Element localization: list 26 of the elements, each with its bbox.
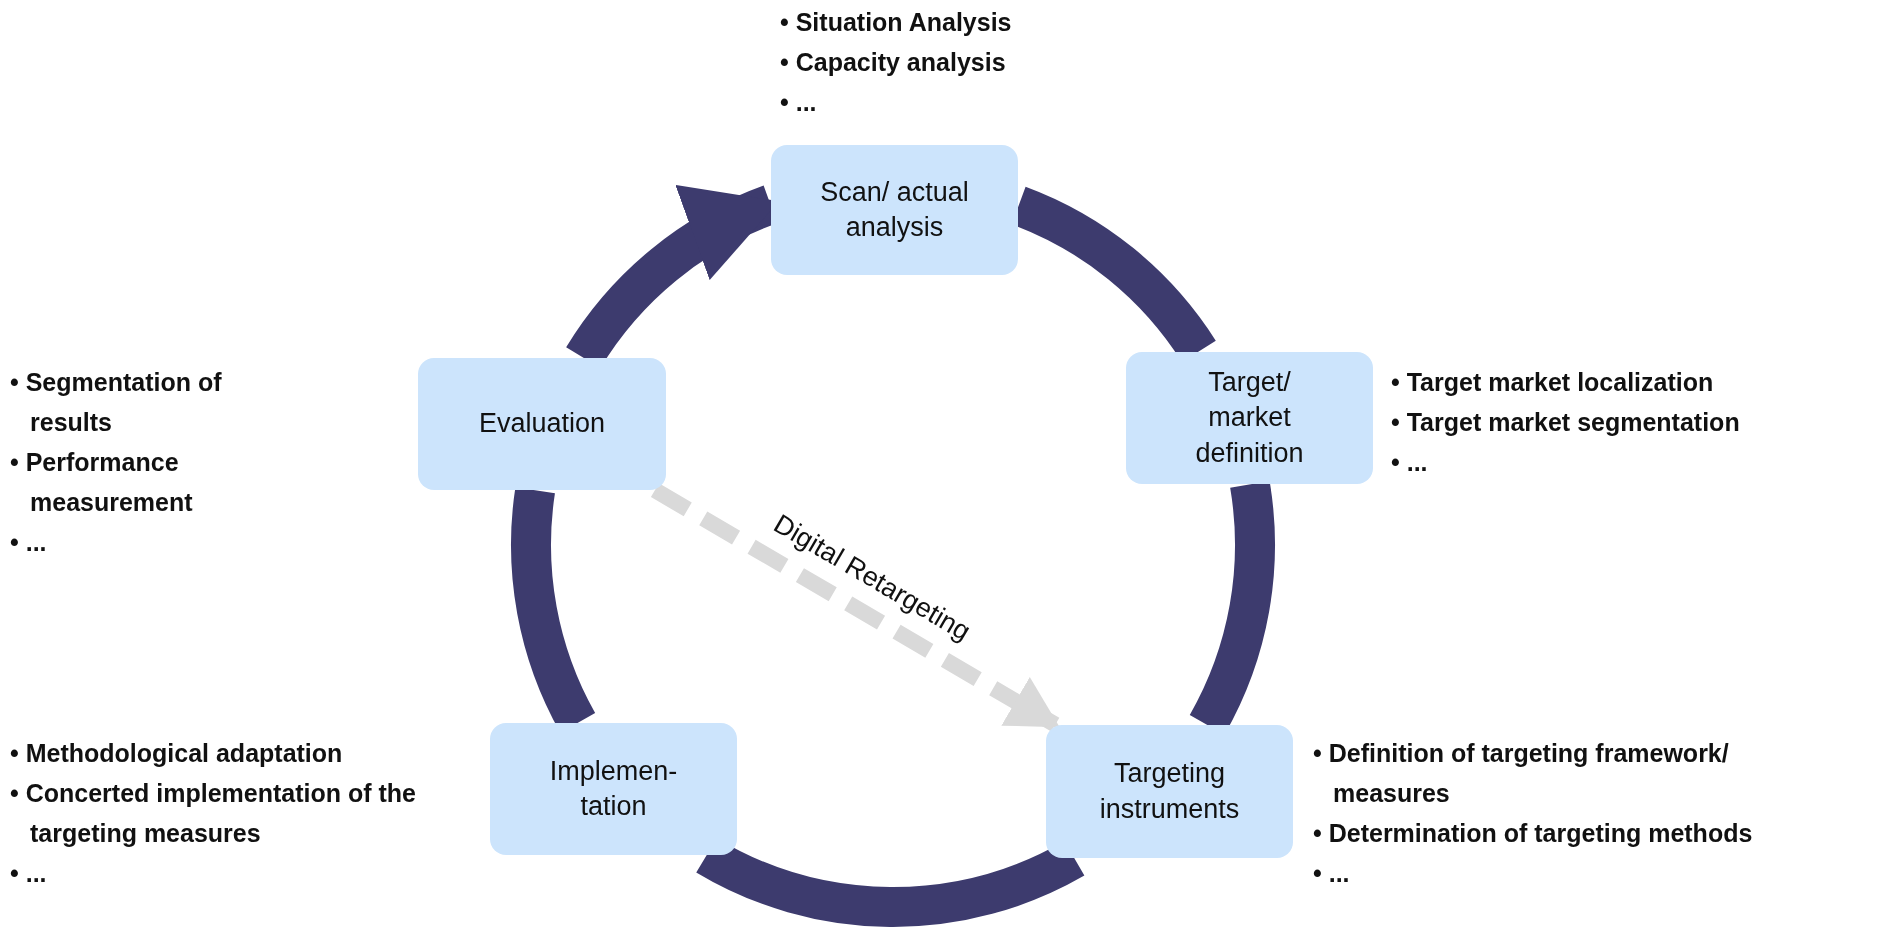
bullet-item: • ... bbox=[1391, 447, 1429, 478]
step-label: Implemen- tation bbox=[548, 754, 679, 823]
bullet-item: • Methodological adaptation bbox=[10, 738, 344, 769]
process-box bbox=[1046, 725, 1293, 858]
bullet-item: • ... bbox=[1313, 858, 1351, 889]
step-label: Target/ market definition bbox=[1194, 366, 1305, 470]
bullet-item: • ... bbox=[10, 858, 48, 889]
step-label: Evaluation bbox=[478, 407, 606, 441]
bullet-item: • ... bbox=[780, 87, 818, 118]
bullet-item: • Segmentation of results bbox=[10, 367, 223, 438]
bullet-item: • Determination of targeting methods bbox=[1313, 818, 1754, 849]
bullet-item: • Situation Analysis bbox=[780, 7, 1013, 38]
dashed-arrow bbox=[650, 483, 1060, 732]
bullet-item: • Definition of targeting framework/ measures bbox=[1313, 738, 1730, 809]
bullet-item: • ... bbox=[10, 527, 48, 558]
bullet-item: • Performance measurement bbox=[10, 447, 194, 518]
process-box bbox=[771, 145, 1018, 275]
step-label: Scan/ actual analysis bbox=[819, 175, 970, 244]
process-box bbox=[1126, 352, 1373, 484]
process-box bbox=[490, 723, 737, 855]
step-label: Targeting instruments bbox=[1098, 757, 1241, 826]
bullet-item: • Concerted implementation of the targeting measures bbox=[10, 778, 417, 849]
bullet-item: • Target market segmentation bbox=[1391, 407, 1741, 438]
process-box bbox=[418, 358, 666, 490]
bullet-item: • Target market localization bbox=[1391, 367, 1715, 398]
bullet-item: • Capacity analysis bbox=[780, 47, 1007, 78]
